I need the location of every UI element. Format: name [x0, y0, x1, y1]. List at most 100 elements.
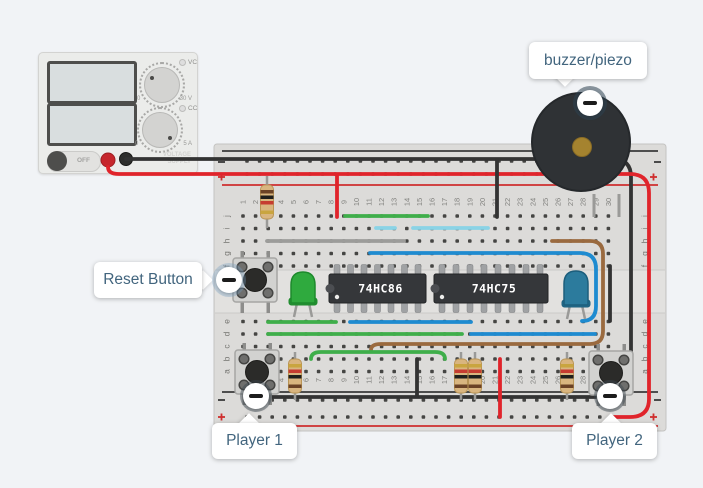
- resistor-body[interactable]: [454, 358, 468, 394]
- note-reset-button[interactable]: Reset Button: [94, 262, 202, 298]
- note-anchor-player2[interactable]: [597, 383, 623, 409]
- breadboard-hole: [543, 332, 548, 336]
- column-number: 8: [327, 378, 336, 382]
- note-anchor-player1[interactable]: [243, 383, 269, 409]
- breadboard-hole: [342, 264, 346, 268]
- breadboard-hole: [480, 357, 485, 361]
- ic-body[interactable]: [433, 273, 549, 304]
- breadboard-hole: [257, 415, 262, 419]
- breadboard-hole: [468, 344, 472, 349]
- breadboard-hole: [568, 264, 573, 268]
- button-cap[interactable]: [243, 268, 267, 292]
- breadboard-hole: [543, 319, 548, 324]
- note-anchor-reset[interactable]: [216, 267, 242, 293]
- breadboard-hole: [392, 357, 396, 361]
- resistor[interactable]: [560, 358, 574, 394]
- breadboard-hole: [509, 398, 514, 402]
- note-buzzer[interactable]: buzzer/piezo: [529, 42, 647, 79]
- ic-pin: [452, 264, 460, 275]
- breadboard-hole: [493, 264, 497, 268]
- breadboard-hole: [405, 332, 409, 336]
- voltage-knob[interactable]: [139, 62, 185, 108]
- breadboard-hole: [446, 159, 451, 163]
- resistor-body[interactable]: [468, 358, 482, 394]
- note-player1[interactable]: Player 1: [212, 423, 297, 459]
- breadboard-hole: [266, 251, 270, 256]
- resistor[interactable]: [260, 184, 274, 220]
- breadboard-hole: [266, 319, 270, 324]
- breadboard-hole: [354, 214, 359, 218]
- breadboard-hole: [304, 319, 308, 324]
- led-blue[interactable]: [561, 270, 591, 320]
- breadboard-hole: [472, 415, 476, 419]
- breadboard-hole: [531, 251, 535, 256]
- power-supply[interactable]: VC CC 0 30 V 0 5 A OFF VOLTAGE SUPPLY: [38, 52, 198, 174]
- row-letter: h: [222, 238, 232, 243]
- column-number: 21: [491, 376, 500, 384]
- breadboard-hole: [480, 319, 485, 324]
- button-pin: [268, 393, 272, 405]
- breadboard-hole: [493, 357, 497, 361]
- power-switch-knob[interactable]: [47, 151, 67, 171]
- ic-chip[interactable]: 74HC75: [430, 264, 549, 313]
- led-dome[interactable]: [290, 271, 316, 304]
- breadboard-hole: [417, 357, 422, 361]
- breadboard-hole: [581, 344, 585, 349]
- breadboard-hole: [304, 264, 308, 268]
- breadboard-hole: [409, 398, 413, 402]
- led-dome[interactable]: [563, 270, 589, 306]
- current-knob-face[interactable]: [142, 112, 178, 148]
- breadboard-hole: [392, 369, 396, 374]
- breadboard-hole: [241, 214, 245, 218]
- button-cap[interactable]: [245, 360, 269, 384]
- voltage-knob-face[interactable]: [144, 67, 180, 103]
- button-pin: [240, 251, 244, 259]
- breadboard-hole: [279, 357, 283, 361]
- minus-icon: [583, 101, 597, 105]
- row-letter: i: [640, 227, 650, 229]
- current-knob-indicator: [168, 136, 172, 140]
- wire-green-bottom-arc[interactable]: [309, 350, 447, 361]
- column-number: 12: [377, 376, 386, 384]
- resistor-body[interactable]: [260, 184, 274, 220]
- breadboard-hole: [333, 398, 337, 402]
- resistor-body[interactable]: [560, 358, 574, 394]
- column-number: 23: [516, 376, 525, 384]
- ic-body[interactable]: [328, 273, 427, 304]
- note-player2[interactable]: Player 2: [572, 423, 657, 459]
- button-cap[interactable]: [599, 361, 623, 385]
- resistor-band: [454, 364, 468, 368]
- breadboard-hole: [241, 357, 245, 361]
- note-anchor-buzzer[interactable]: [577, 90, 603, 116]
- wire-blue-loop[interactable]: [368, 251, 598, 323]
- resistor[interactable]: [288, 358, 302, 394]
- breadboard-hole: [446, 398, 451, 402]
- breadboard-hole: [581, 226, 585, 231]
- breadboard-hole: [556, 264, 560, 268]
- breadboard-hole: [434, 415, 438, 419]
- breadboard-hole: [333, 415, 337, 419]
- resistor-band: [288, 364, 302, 368]
- resistor[interactable]: [468, 358, 482, 394]
- resistor[interactable]: [454, 358, 468, 394]
- breadboard-hole: [455, 264, 459, 268]
- breadboard-hole: [392, 264, 396, 268]
- current-knob[interactable]: [137, 107, 183, 153]
- column-number: 3: [264, 200, 273, 204]
- power-supply-current-display: [47, 103, 137, 146]
- breadboard-hole: [367, 264, 371, 268]
- breadboard-hole: [509, 172, 514, 176]
- ic-chip[interactable]: 74HC86: [325, 264, 427, 313]
- resistor-body[interactable]: [288, 358, 302, 394]
- led-green[interactable]: [288, 271, 318, 318]
- breadboard-hole: [509, 159, 514, 163]
- column-number: 29: [591, 198, 600, 206]
- breadboard-hole: [535, 159, 539, 163]
- ic-pin: [347, 264, 354, 275]
- breadboard-hole: [304, 251, 308, 256]
- breadboard-hole: [442, 251, 447, 256]
- breadboard-hole: [442, 214, 447, 218]
- wire-brown[interactable]: [369, 239, 605, 352]
- breadboard-hole: [316, 251, 321, 256]
- breadboard-hole: [594, 214, 598, 218]
